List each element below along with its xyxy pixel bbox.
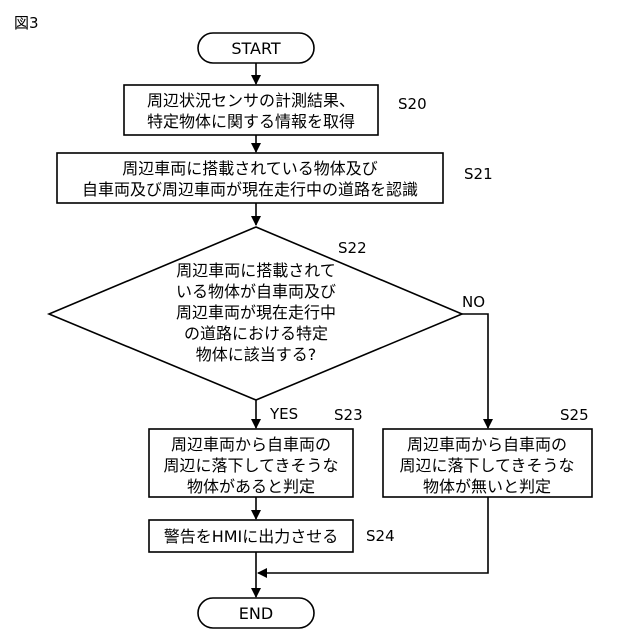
s24-step-label: S24 [366, 527, 395, 545]
end-text: END [239, 604, 273, 623]
s23-line-1: 周辺車両から自車両の [171, 435, 331, 454]
s22-line-4: の道路における特定 [184, 324, 328, 343]
s22-step-label: S22 [338, 239, 367, 257]
s23-line-2: 周辺に落下してきそうな [163, 456, 338, 475]
s21-step-label: S21 [464, 165, 493, 183]
s23-line-3: 物体があると判定 [187, 477, 315, 496]
s25-line-2: 周辺に落下してきそうな [399, 456, 574, 475]
yes-label: YES [269, 405, 298, 423]
step-s25-box: 周辺車両から自車両の 周辺に落下してきそうな 物体が無いと判定 [383, 429, 592, 497]
s22-line-3: 周辺車両が現在走行中 [176, 303, 336, 322]
step-s23-box: 周辺車両から自車両の 周辺に落下してきそうな 物体があると判定 [149, 429, 353, 497]
s20-step-label: S20 [398, 95, 427, 113]
step-s21-box: 周辺車両に搭載されている物体及び 自車両及び周辺車両が現在走行中の道路を認識 [57, 153, 443, 203]
step-s20-box: 周辺状況センサの計測結果、 特定物体に関する情報を取得 [124, 85, 378, 135]
s24-line-1: 警告をHMIに出力させる [164, 527, 339, 546]
s25-line-1: 周辺車両から自車両の [407, 435, 567, 454]
s22-line-2: いる物体が自車両及び [176, 282, 336, 301]
step-s24-box: 警告をHMIに出力させる [149, 520, 353, 552]
s20-line-1: 周辺状況センサの計測結果、 [147, 91, 355, 110]
figure-label: 図3 [14, 14, 39, 32]
s22-line-5: 物体に該当する? [196, 345, 317, 364]
no-label: NO [462, 293, 485, 311]
decision-s22: 周辺車両に搭載されて いる物体が自車両及び 周辺車両が現在走行中 の道路における… [49, 227, 462, 400]
s21-line-1: 周辺車両に搭載されている物体及び [122, 159, 378, 178]
end-terminal: END [198, 598, 314, 628]
s23-step-label: S23 [334, 406, 363, 424]
start-terminal: START [198, 33, 314, 63]
start-text: START [231, 39, 281, 58]
s25-line-3: 物体が無いと判定 [423, 477, 551, 496]
s20-line-2: 特定物体に関する情報を取得 [147, 112, 355, 131]
s25-step-label: S25 [560, 406, 589, 424]
s21-line-2: 自車両及び周辺車両が現在走行中の道路を認識 [82, 180, 418, 199]
s22-line-1: 周辺車両に搭載されて [176, 261, 336, 280]
